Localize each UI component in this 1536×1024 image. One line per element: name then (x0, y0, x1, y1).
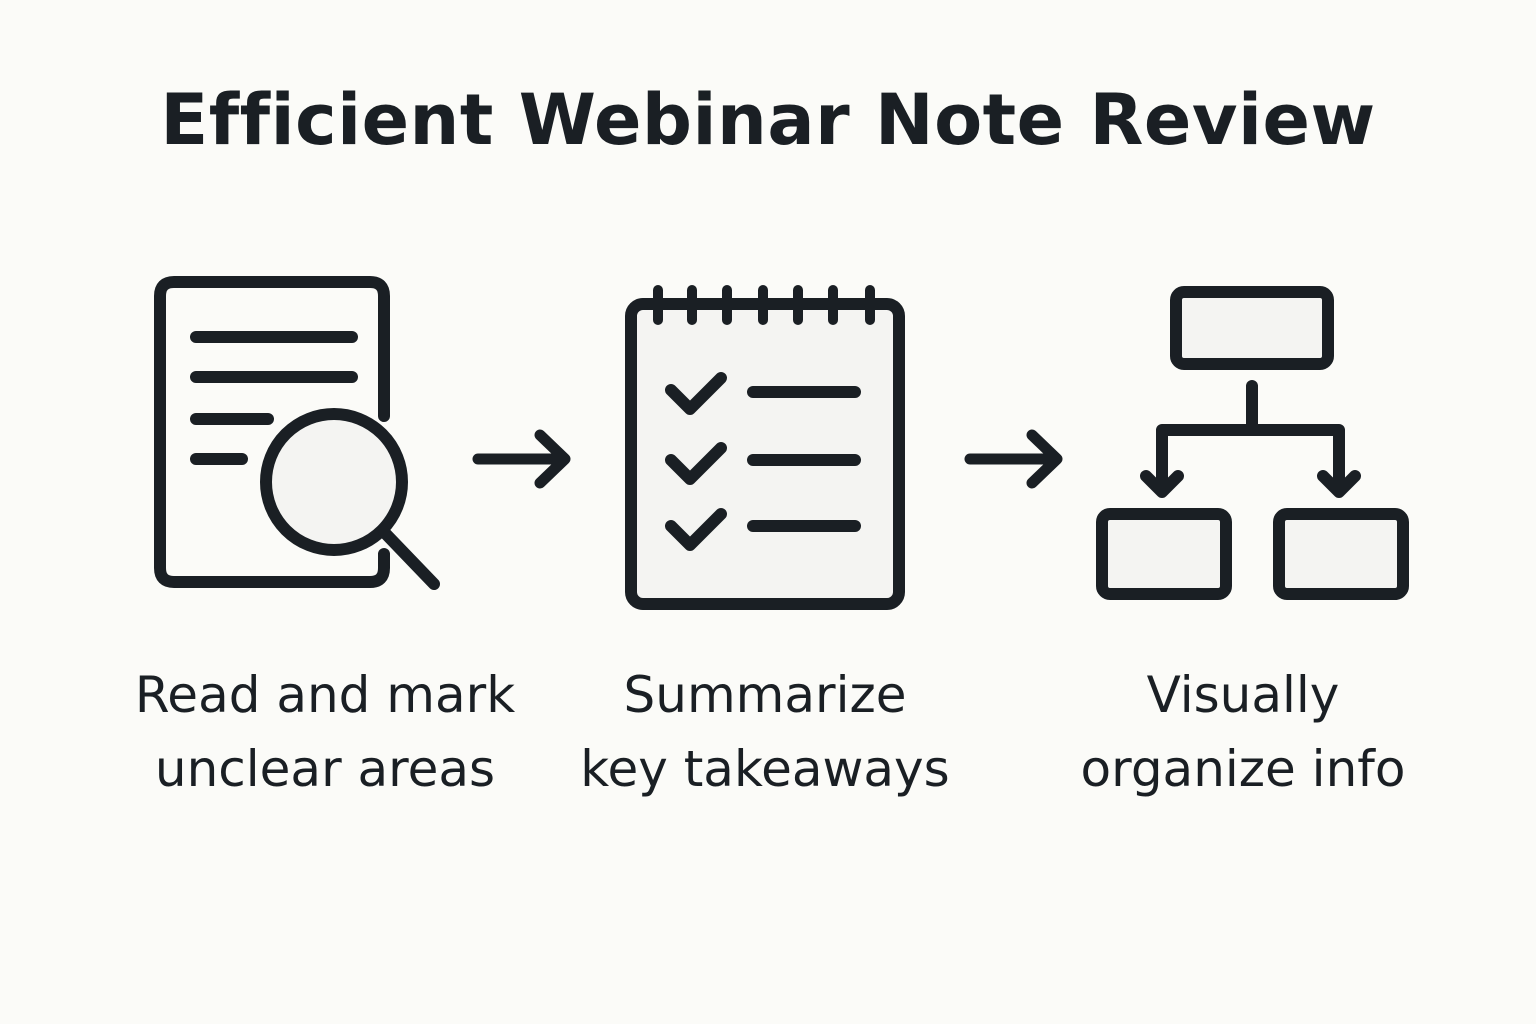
step-label: Summarize key takeaways (580, 666, 950, 798)
arrow-right-icon (964, 429, 1063, 489)
page-title: Efficient Webinar Note Review (160, 79, 1376, 161)
arrow-right-icon (472, 429, 571, 489)
hierarchy-diagram-icon (1096, 286, 1409, 600)
document-magnifier-icon (154, 276, 440, 590)
step-label: Read and mark unclear areas (134, 666, 516, 798)
step-label: Visually organize info (1080, 666, 1406, 798)
checklist-notepad-icon (625, 285, 905, 610)
